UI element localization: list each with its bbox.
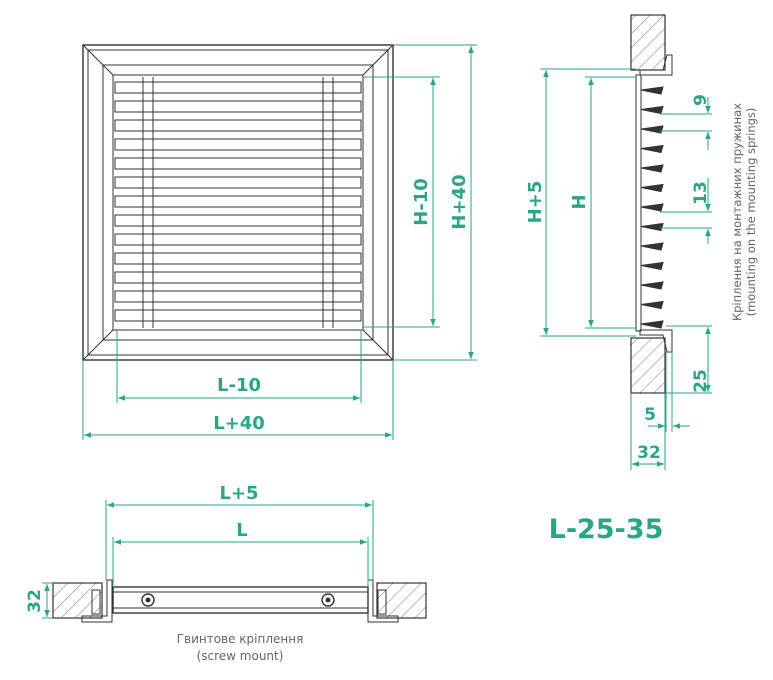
dimension-h-plus-5: H+5 [525, 68, 636, 337]
side-blade-profile [640, 242, 664, 251]
grille-blade [114, 100, 362, 113]
label-l-plus-5: L+5 [219, 483, 258, 504]
frame-profile [635, 74, 642, 332]
bottom-view: L+5 L 32 Гвинтове кріплення (screw mount… [25, 483, 427, 663]
side-blade-profile [640, 105, 664, 115]
grille-blade [114, 271, 362, 284]
side-blade-profile [640, 183, 664, 193]
caption-line-1: Гвинтове кріплення [177, 632, 304, 646]
side-blade-profile [640, 320, 664, 329]
dimension-5: 5 [644, 352, 690, 432]
grille-blades [114, 81, 362, 322]
side-blade-profile [640, 125, 664, 134]
note-line-1: Кріплення на монтажних пружинах [730, 103, 744, 321]
label-9: 9 [691, 94, 711, 106]
left-flange-profile [81, 579, 113, 623]
wall-section-right [376, 582, 427, 619]
side-blade-profile [640, 261, 664, 271]
label-32-bottom: 32 [25, 589, 45, 613]
grille-blade [114, 157, 362, 170]
dimension-32-side: 32 [630, 393, 666, 470]
caption-line-2: (screw mount) [197, 649, 284, 663]
dimension-25: 25 [666, 325, 712, 394]
spring-right [377, 589, 387, 615]
side-blade-profile [640, 203, 664, 212]
side-blade-profile [640, 86, 664, 95]
bottom-flange-profile [639, 329, 673, 353]
screw-left [141, 593, 155, 607]
wall-section-left [52, 582, 103, 619]
mounting-note: Кріплення на монтажних пружинах (mountin… [730, 103, 758, 321]
grille-opening [112, 74, 364, 331]
side-blades [640, 86, 664, 329]
grille-outer-frame [82, 44, 394, 361]
label-l-plus-40: L+40 [213, 413, 265, 434]
grille-frame-edge [87, 49, 389, 356]
spring-left [91, 589, 101, 615]
dimension-l-minus-10: L-10 [116, 330, 362, 403]
grille-blade [114, 176, 362, 189]
dimension-13: 13 [660, 178, 712, 244]
grille-blade [114, 252, 362, 265]
label-h-plus-5: H+5 [525, 181, 546, 224]
label-25: 25 [691, 369, 711, 393]
grille-blade [114, 81, 362, 94]
side-blade-profile [640, 281, 664, 290]
note-line-2: (mounting on the mounting springs) [744, 108, 758, 317]
grille-blade [114, 138, 362, 151]
grille-blade [114, 214, 362, 227]
grille-blade [114, 309, 362, 322]
label-32-side: 32 [637, 443, 661, 463]
dimension-l: L [112, 520, 369, 587]
screw-right [321, 593, 335, 607]
grille-body-section [112, 586, 369, 614]
side-blade-profile [640, 144, 664, 154]
label-5: 5 [644, 405, 656, 425]
grille-blade [114, 195, 362, 208]
grille-blade [114, 290, 362, 303]
label-13: 13 [691, 181, 711, 205]
label-l-minus-10: L-10 [217, 375, 261, 396]
dimension-l-plus-5: L+5 [105, 483, 374, 580]
frame-corner-miters [82, 44, 394, 361]
side-blade-profile [640, 164, 664, 173]
grille-blade [114, 119, 362, 132]
dimension-h-plus-40: H+40 [393, 44, 477, 361]
side-blade-profile [640, 222, 664, 232]
top-flange-profile [639, 54, 673, 76]
dimension-h-minus-10: H-10 [363, 76, 440, 328]
label-h-plus-40: H+40 [449, 174, 470, 229]
model-name: L-25-35 [549, 514, 664, 545]
dimension-h: H [569, 76, 636, 329]
dimension-32-bottom: 32 [25, 582, 53, 619]
grille-blade [114, 233, 362, 246]
side-view: H+5 H 9 13 25 [525, 14, 758, 470]
front-view: L-10 L+40 H-10 H+40 [82, 44, 477, 440]
dimension-9: 9 [660, 94, 712, 150]
wall-section-top [630, 14, 666, 71]
wall-section-bottom [630, 337, 666, 394]
side-blade-profile [640, 300, 664, 310]
label-l: L [236, 520, 247, 541]
label-h: H [569, 194, 590, 209]
label-h-minus-10: H-10 [411, 178, 432, 226]
dimension-l-plus-40: L+40 [82, 360, 394, 440]
grille-frame-inner-edge [102, 64, 374, 341]
blade-holders [142, 77, 334, 328]
